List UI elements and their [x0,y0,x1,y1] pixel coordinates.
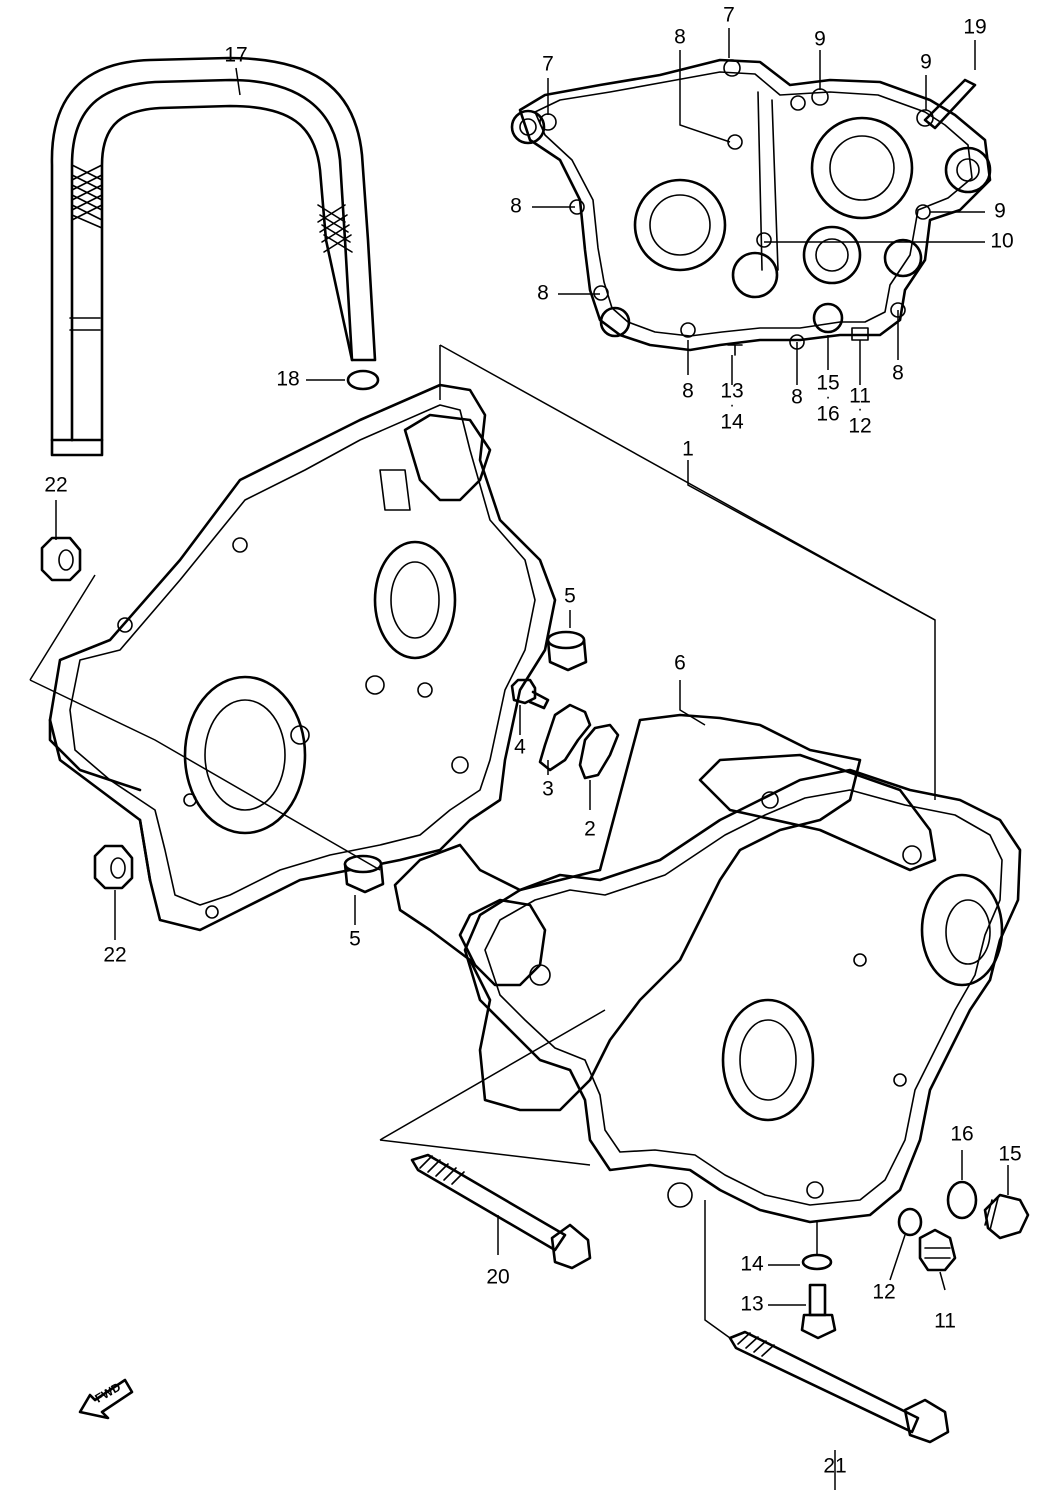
callout-5: 5 [564,585,576,608]
washer-14 [801,1253,833,1271]
callout-9: 9 [814,28,826,51]
bolt-13 [800,1283,837,1340]
crankcase-side-view-inset [510,58,992,356]
callout-14: 14 [720,411,744,434]
nut-22-lower [93,844,134,890]
svg-text:·: · [825,389,830,406]
gasket-16 [946,1180,978,1220]
drain-plug-15 [983,1193,1030,1240]
callout-7: 7 [542,53,554,76]
callout-22: 22 [44,474,67,497]
gasket-2 [578,723,620,780]
long-bolt-20 [410,1153,592,1270]
hose-clamp-18 [346,369,380,391]
callout-8: 8 [674,26,686,49]
svg-text:·: · [729,397,734,414]
callout-8: 8 [892,362,904,385]
callout-7: 7 [723,4,735,27]
callout-11: 11 [934,1310,956,1333]
callout-14: 14 [740,1253,764,1276]
crankcase-gasket-6 [393,713,862,1112]
left-crankcase-half [48,383,557,932]
callout-8: 8 [791,386,803,409]
callout-8: 8 [510,195,522,218]
leader-lines [55,28,1009,1490]
dowel-pin-5-upper [546,630,588,672]
right-crankcase-half [458,753,1022,1224]
callout-15: 15 [816,372,839,395]
callout-8: 8 [537,282,549,305]
callout-21: 21 [823,1455,846,1478]
callout-13: 13 [720,380,743,403]
callout-22: 22 [103,944,126,967]
callout-19: 19 [963,16,986,39]
callout-10: 10 [990,230,1013,253]
fwd-arrow-icon: FWD [78,1378,134,1420]
callout-15: 15 [998,1143,1021,1166]
svg-text:·: · [857,401,862,418]
callout-12: 12 [872,1281,895,1304]
callout-18: 18 [276,368,299,391]
callout-6: 6 [674,652,686,675]
callout-labels: 17 18 22 22 1 5 5 4 3 2 6 7 7 8 8 8 8 8 … [44,4,1021,1478]
callout-16: 16 [950,1123,973,1146]
callout-17: 17 [224,44,247,67]
bolt-4 [510,678,550,710]
callout-11: 11 [849,385,871,408]
long-bolt-21 [728,1330,950,1444]
plate-3 [538,703,592,772]
dowel-pin-5-lower [343,854,385,894]
drain-plug-11 [918,1228,957,1272]
callout-13: 13 [740,1293,763,1316]
callout-9: 9 [994,200,1006,223]
callout-12: 12 [848,415,871,438]
callout-4: 4 [514,736,526,759]
nut-22-upper [40,536,82,582]
callout-9: 9 [920,51,932,74]
callout-5: 5 [349,928,361,951]
hose-braid [71,164,353,253]
breather-hose-17 [50,56,377,457]
callout-1: 1 [682,438,694,461]
callout-16: 16 [816,403,839,426]
callout-20: 20 [486,1266,509,1289]
callout-3: 3 [542,778,554,801]
callout-2: 2 [584,818,596,841]
callout-8: 8 [682,380,694,403]
gasket-12 [897,1207,923,1237]
